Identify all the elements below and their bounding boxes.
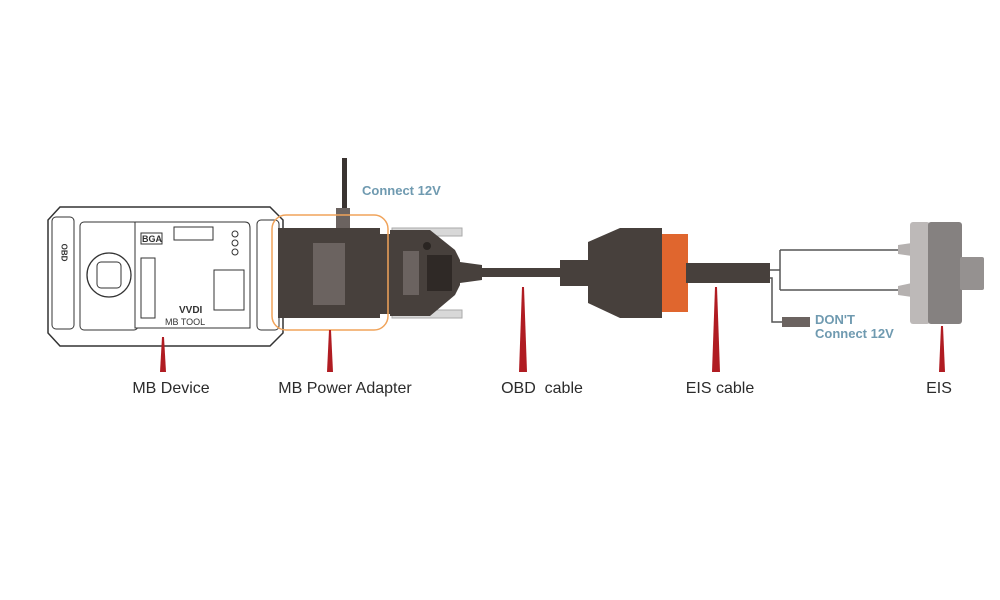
mb-power-adapter	[271, 158, 390, 331]
label-eis-cable: EIS cable	[685, 380, 755, 397]
pointer-mb-device	[160, 337, 166, 372]
dont-note-line1: DON'T	[815, 312, 855, 327]
obd-connector	[560, 228, 770, 318]
dont-note-line2: Connect 12V	[815, 326, 894, 341]
bga-label: BGA	[142, 234, 162, 244]
eis-wiring	[770, 249, 900, 323]
pointer-eis-cable	[712, 287, 720, 372]
label-mb-device: MB Device	[132, 380, 210, 397]
obd-cable-wire	[482, 268, 562, 277]
label-mb-power-adapter: MB Power Adapter	[278, 380, 412, 397]
dont-connect-12v-plug	[782, 317, 810, 327]
pointer-eis	[939, 326, 945, 372]
eis-unit	[898, 222, 984, 324]
pointer-obd-cable	[519, 287, 527, 372]
obd-port-label: OBD	[59, 243, 69, 262]
db-connector	[390, 227, 482, 319]
connect-12v-note: Connect 12V	[362, 183, 441, 198]
pointer-mb-power-adapter	[327, 330, 333, 372]
label-obd-cable: OBD cable	[501, 380, 583, 397]
device-model: MB TOOL	[165, 317, 206, 327]
label-eis: EIS	[926, 380, 952, 397]
mb-device	[47, 206, 284, 347]
device-brand: VVDI	[179, 305, 203, 316]
